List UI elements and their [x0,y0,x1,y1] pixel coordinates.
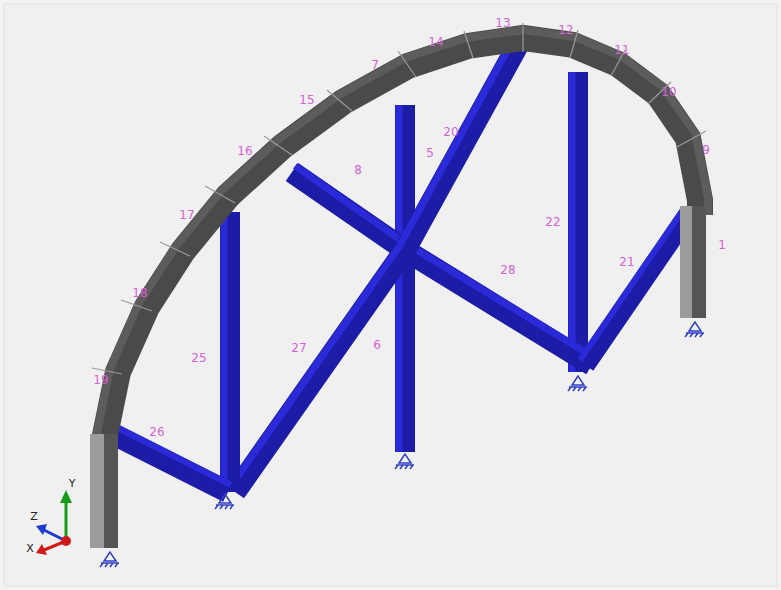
member-number: 27 [291,342,306,354]
member-number: 11 [614,44,629,56]
blue-members [115,42,688,492]
member-number: 1 [718,239,726,251]
member-number: 5 [426,147,434,159]
member-number: 26 [149,426,164,438]
member-number: 10 [661,86,676,98]
axis-label: X [26,543,34,554]
member-number: 20 [443,126,458,138]
member-number: 6 [373,339,381,351]
member-number: 19 [93,374,108,386]
member-number: 13 [495,17,510,29]
member-number: 15 [299,94,314,106]
member-number: 17 [179,209,194,221]
arch-columns [90,206,706,548]
member-number: 14 [428,36,443,48]
arch [92,23,708,440]
member-number: 18 [132,287,147,299]
member-number: 28 [500,264,515,276]
member-number: 16 [237,145,252,157]
member-number: 7 [371,59,379,71]
support-symbols [100,322,704,567]
member-number: 8 [354,164,362,176]
axis-label: Z [30,511,38,522]
axis-triad [36,490,72,555]
member-number: 9 [702,144,710,156]
member-number: 25 [191,352,206,364]
viewport [4,4,777,586]
member-number: 22 [545,216,560,228]
member-number: 21 [619,256,634,268]
axis-label: Y [69,478,76,489]
member-number: 12 [558,24,573,36]
